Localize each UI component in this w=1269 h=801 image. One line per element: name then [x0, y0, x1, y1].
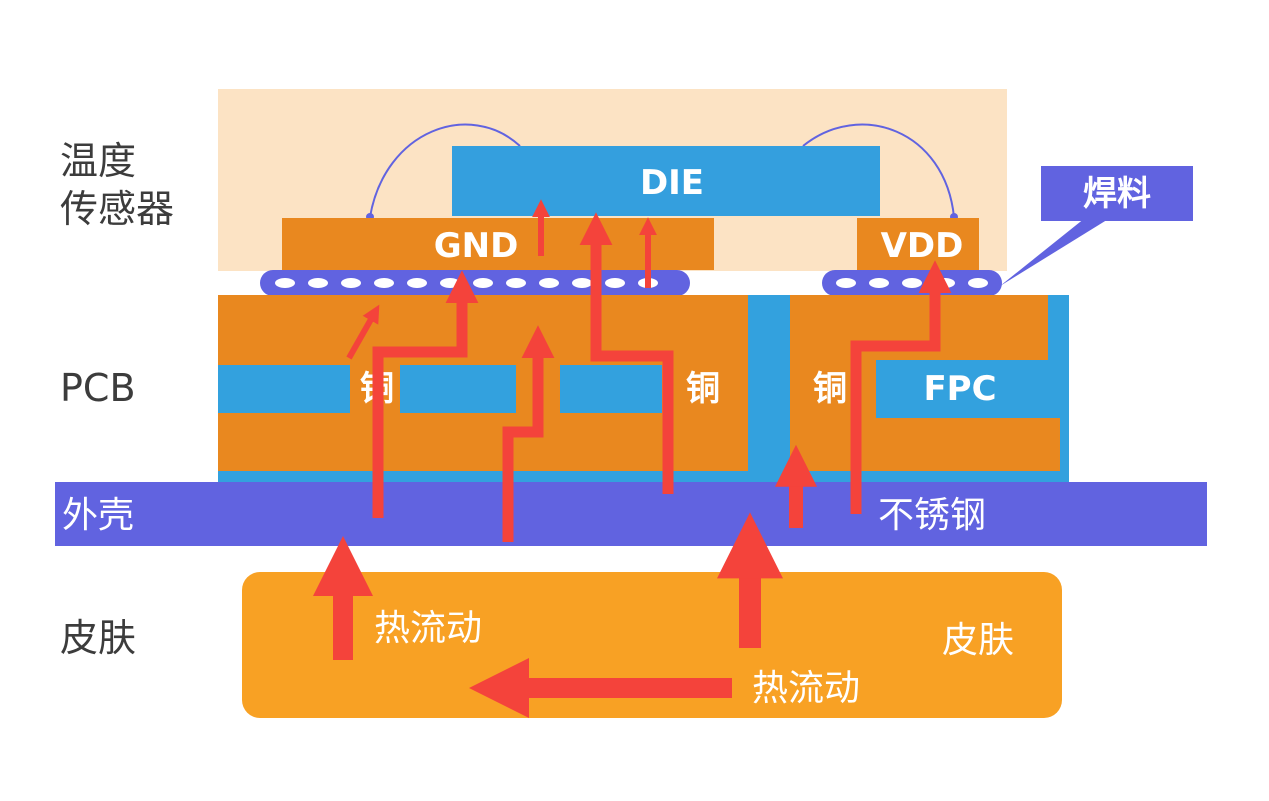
- die-block: [452, 146, 880, 216]
- pcb-copper-mid-right: [790, 360, 876, 418]
- gnd-label: GND: [434, 226, 519, 266]
- sensor-row-label-line1: 温度: [60, 139, 137, 183]
- heat-arrows: [313, 199, 952, 718]
- pcb-copper-label-3: 铜: [813, 369, 847, 409]
- sensor-row-label: 温度 传感器: [60, 137, 174, 233]
- skin-row-label: 皮肤: [60, 616, 137, 660]
- housing-label: 外壳: [62, 495, 134, 536]
- skin-label: 皮肤: [942, 620, 1014, 661]
- pcb-copper-bottom-left: [218, 413, 748, 471]
- bond-wire-right: [802, 123, 955, 218]
- solder-callout-label: 焊料: [1083, 174, 1151, 214]
- heat-arrow-small-1: [346, 304, 380, 360]
- vdd-label: VDD: [881, 226, 964, 266]
- heat-flow-label-2: 热流动: [752, 668, 860, 709]
- stainless-steel-label: 不锈钢: [878, 495, 986, 536]
- sensor-row-label-line2: 传感器: [60, 187, 175, 231]
- die-label: DIE: [640, 163, 704, 203]
- heat-flow-label-1: 热流动: [374, 608, 482, 649]
- pcb-copper-label-2: 铜: [686, 369, 720, 409]
- vdd-pad: [857, 218, 979, 270]
- pcb-row-label: PCB: [60, 366, 136, 410]
- bond-wire-left: [369, 123, 521, 218]
- fpc-label: FPC: [923, 369, 996, 409]
- pcb-copper-bottom-right: [790, 418, 1060, 471]
- skin-block: [242, 572, 1062, 718]
- solder-callout-pointer: [1000, 218, 1110, 286]
- pcb-copper-mid-seg-3: [662, 365, 748, 413]
- housing-bar: [55, 482, 1207, 546]
- heat-arrow-pcb-1: [372, 270, 479, 518]
- heat-arrow-pcb-2: [502, 325, 555, 542]
- heat-arrow-pcb-4: [850, 260, 952, 514]
- heat-arrow-pcb-3: [579, 212, 674, 494]
- solder-callout-box: [1041, 166, 1193, 221]
